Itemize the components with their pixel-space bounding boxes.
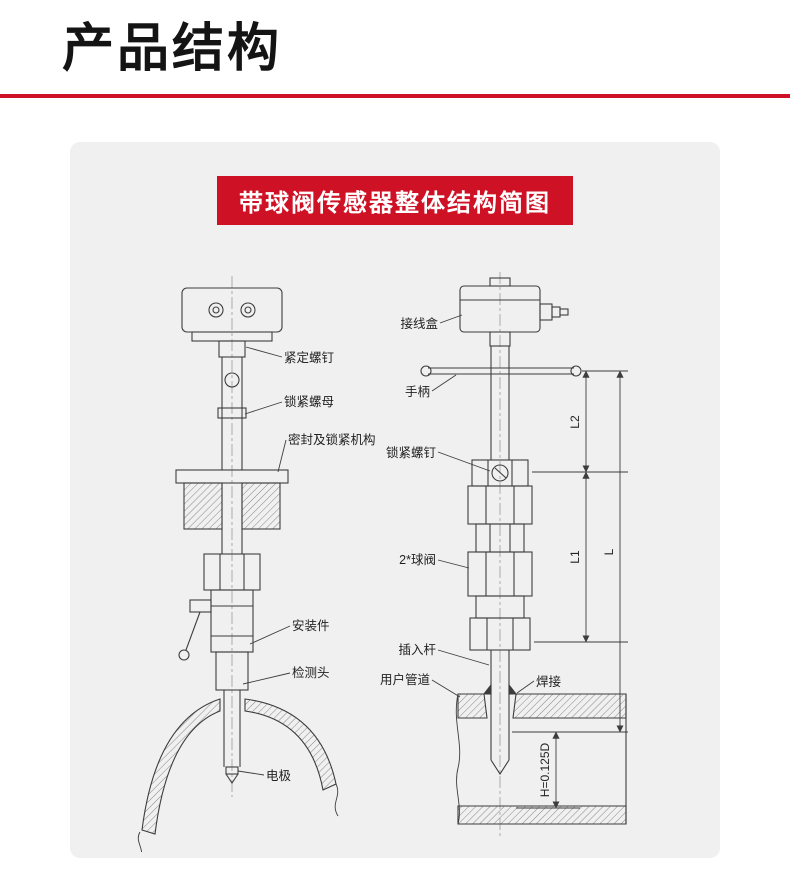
diagram-panel: 带球阀传感器整体结构简图: [70, 141, 720, 858]
label-electrode: 电极: [266, 769, 292, 783]
left-assembly-drawing: [137, 275, 339, 852]
label-weld: 焊接: [536, 674, 562, 689]
dim-label-l2: L2: [568, 415, 582, 429]
dim-label-l1: L1: [568, 550, 582, 564]
label-ball-valve: 2*球阀: [399, 553, 436, 567]
dimension-lines: [512, 370, 628, 809]
left-hex-coupling: [203, 553, 261, 653]
left-junction-box: [181, 287, 283, 358]
label-mounting-piece: 安装件: [292, 618, 330, 633]
right-assembly-labels: 接线盒 手柄 锁紧螺钉 2*球阀 插入杆 用户管道 焊接 L2 L1 L H=0…: [380, 316, 616, 797]
right-user-pipe: [455, 682, 627, 825]
diagram-banner: 带球阀传感器整体结构简图: [217, 175, 573, 225]
right-handle-bar: [420, 365, 582, 377]
right-ball-valve-stack: [467, 485, 533, 651]
label-seal-lock-mechanism: 密封及锁紧机构: [288, 432, 376, 447]
left-pipe-dome: [137, 697, 339, 852]
page-header: 产品结构: [0, 0, 790, 98]
label-user-pipe: 用户管道: [380, 672, 431, 687]
label-lock-nut: 锁紧螺母: [284, 394, 334, 409]
label-lock-screw: 锁紧螺钉: [386, 445, 437, 460]
left-mounting-piece: [215, 651, 249, 691]
label-set-screw: 紧定螺钉: [284, 350, 335, 365]
left-assembly-labels: 紧定螺钉 锁紧螺母 密封及锁紧机构 安装件 检测头 电极: [266, 350, 376, 783]
page-title: 产品结构: [62, 20, 283, 78]
left-packing-assembly: [175, 469, 289, 554]
label-probe-head: 检测头: [292, 665, 330, 680]
label-handle: 手柄: [405, 385, 430, 399]
left-side-lever: [178, 599, 212, 661]
left-probe-tube: [223, 689, 241, 784]
right-stem: [490, 345, 510, 460]
dim-label-h: H=0.125D: [538, 742, 552, 797]
label-junction-box: 接线盒: [400, 316, 438, 331]
structure-diagram-svg: 紧定螺钉 锁紧螺母 密封及锁紧机构 安装件 检测头 电极: [137, 271, 628, 852]
header-divider: [0, 93, 790, 98]
left-leader-lines: [237, 346, 291, 776]
right-assembly-drawing: [420, 271, 628, 837]
right-leader-lines: [431, 314, 535, 697]
right-junction-box: [459, 277, 569, 347]
left-stem: [217, 356, 247, 470]
dim-label-l: L: [602, 548, 616, 555]
label-insertion-rod: 插入杆: [398, 643, 436, 657]
